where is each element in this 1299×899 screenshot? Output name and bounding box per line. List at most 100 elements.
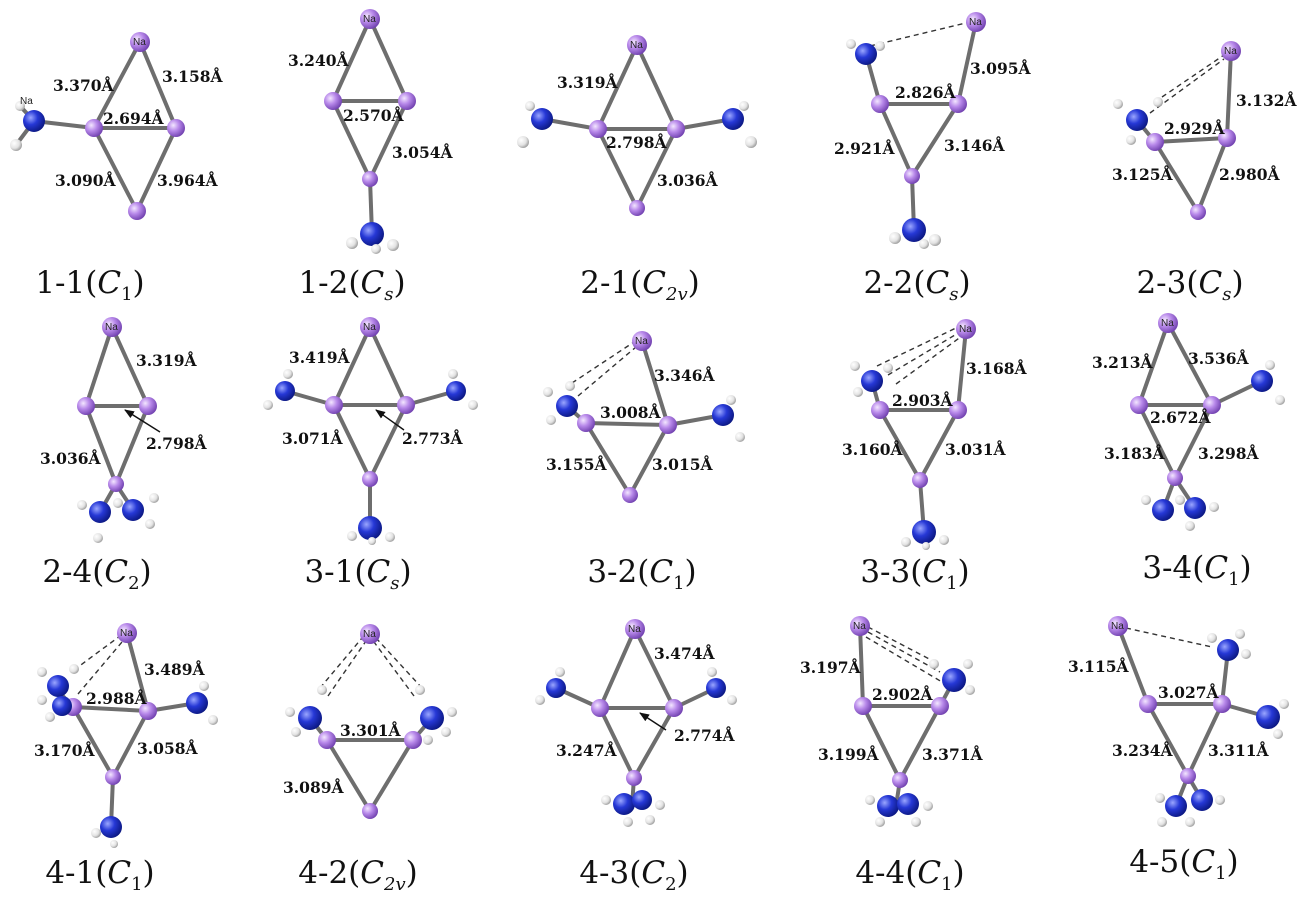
distance-label: 3.319Å bbox=[136, 351, 198, 370]
h-atom bbox=[317, 685, 327, 695]
distance-label: 3.419Å bbox=[289, 348, 351, 367]
na-atom bbox=[632, 331, 652, 351]
structure-caption: 4-3(C2) bbox=[579, 855, 688, 895]
distance-label: 3.125Å bbox=[1112, 165, 1174, 184]
na-atom bbox=[1146, 133, 1164, 151]
distance-label: 3.158Å bbox=[162, 67, 224, 86]
na-atom bbox=[325, 396, 343, 414]
na-atom bbox=[167, 119, 185, 137]
n-atom bbox=[1191, 789, 1213, 811]
h-atom bbox=[1209, 502, 1219, 512]
atom-label-na: Na bbox=[1161, 318, 1174, 329]
distance-label: 3.183Å bbox=[1104, 444, 1166, 463]
distance-label: 3.371Å bbox=[922, 745, 984, 764]
bond bbox=[135, 126, 178, 213]
n-atom bbox=[186, 692, 208, 714]
hydrogen-bond bbox=[876, 326, 959, 367]
h-atom bbox=[1215, 795, 1225, 805]
bond bbox=[878, 102, 914, 178]
n-atom bbox=[1217, 639, 1239, 661]
h-atom bbox=[623, 817, 633, 827]
bond bbox=[71, 705, 150, 713]
n-atom bbox=[546, 678, 566, 698]
distance-label: 2.774Å bbox=[674, 726, 736, 745]
na-atom bbox=[108, 476, 124, 492]
bond bbox=[92, 40, 142, 130]
atom-label-na: Na bbox=[628, 624, 641, 635]
distance-label: 3.095Å bbox=[970, 59, 1032, 78]
distance-label: 3.036Å bbox=[40, 449, 102, 468]
structure-caption: 3-4(C1) bbox=[1142, 550, 1251, 590]
bond bbox=[956, 20, 978, 106]
h-atom bbox=[883, 363, 893, 373]
h-atom bbox=[110, 840, 118, 848]
na-atom bbox=[949, 401, 967, 419]
hydrogen-bond bbox=[867, 626, 936, 663]
h-atom bbox=[889, 232, 901, 244]
distance-label: 3.234Å bbox=[1112, 741, 1174, 760]
structure-2-3: Na 3.132Å 2.929Å 3.125Å 2.980Å 2-3(Cs) bbox=[1112, 41, 1298, 305]
n-atom bbox=[861, 370, 883, 392]
h-atom bbox=[1153, 97, 1163, 107]
h-atom bbox=[113, 498, 123, 508]
h-atom bbox=[10, 139, 22, 151]
atom-label-na: Na bbox=[1224, 46, 1237, 57]
h-atom bbox=[726, 395, 736, 405]
distance-label: 3.008Å bbox=[600, 403, 662, 422]
na-atom bbox=[1139, 695, 1157, 713]
n-atom bbox=[632, 790, 652, 810]
structure-1-2: Na 3.240Å 2.570Å 3.054Å 1-2(Cs) bbox=[288, 9, 454, 305]
na-atom bbox=[627, 35, 647, 55]
na-atom bbox=[871, 401, 889, 419]
structure-caption: 2-2(Cs) bbox=[863, 265, 970, 305]
structure-3-2: Na 3.346Å 3.008Å 3.155Å 3.015Å 3-2(C1) bbox=[543, 331, 745, 594]
hydrogen-bond bbox=[375, 637, 423, 689]
structure-caption: 4-4(C1) bbox=[855, 855, 964, 895]
bond bbox=[910, 102, 960, 178]
n-atom bbox=[706, 678, 726, 698]
structure-caption: 2-4(C2) bbox=[42, 554, 151, 594]
h-atom bbox=[1265, 360, 1275, 370]
structure-4-1: Na 3.489Å 2.988Å 3.170Å 3.058Å 4-1(C1) bbox=[34, 623, 218, 895]
na-atom bbox=[362, 471, 378, 487]
hydrogen-bond bbox=[895, 335, 963, 385]
hydrogen-bond bbox=[319, 637, 363, 689]
structure-caption: 2-3(Cs) bbox=[1136, 265, 1243, 305]
structure-caption: 4-5(C1) bbox=[1129, 844, 1238, 884]
h-atom bbox=[199, 681, 209, 691]
h-atom bbox=[423, 735, 433, 745]
distance-label: 3.155Å bbox=[546, 455, 608, 474]
h-atom bbox=[965, 685, 975, 695]
hydrogen-bond bbox=[887, 331, 961, 376]
na-atom bbox=[128, 202, 146, 220]
hydrogen-bond bbox=[869, 21, 971, 47]
n-atom bbox=[420, 706, 444, 730]
h-atom bbox=[368, 537, 376, 545]
na-atom bbox=[577, 414, 595, 432]
h-atom bbox=[875, 41, 885, 51]
arrow bbox=[124, 409, 161, 433]
distance-label: 3.197Å bbox=[800, 658, 862, 677]
bond bbox=[632, 706, 676, 780]
na-atom bbox=[665, 699, 683, 717]
bond bbox=[898, 704, 942, 782]
distance-label: 3.031Å bbox=[945, 440, 1007, 459]
na-atom bbox=[659, 416, 677, 434]
distance-label: 3.474Å bbox=[654, 644, 716, 663]
h-atom bbox=[385, 532, 395, 542]
n-atom bbox=[100, 816, 122, 838]
na-atom bbox=[1213, 695, 1231, 713]
distance-label: 3.090Å bbox=[55, 171, 117, 190]
h-atom bbox=[1126, 135, 1136, 145]
h-atom bbox=[555, 667, 565, 677]
n-atom bbox=[613, 793, 635, 815]
distance-label: 3.168Å bbox=[966, 359, 1028, 378]
atom-label-na: Na bbox=[20, 96, 33, 107]
h-atom bbox=[601, 795, 611, 805]
n-atom bbox=[722, 108, 744, 130]
h-atom bbox=[919, 239, 929, 249]
n-atom bbox=[897, 793, 919, 815]
h-atom bbox=[263, 400, 273, 410]
h-atom bbox=[565, 381, 575, 391]
